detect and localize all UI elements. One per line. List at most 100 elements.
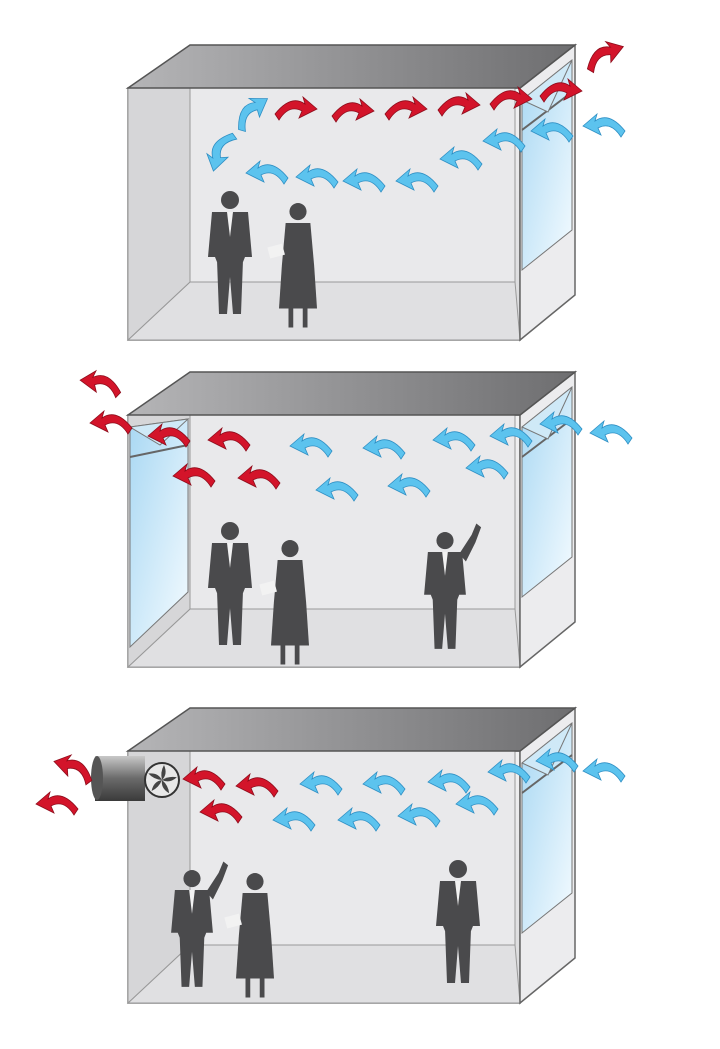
waving-arm bbox=[206, 861, 229, 900]
person-icon bbox=[259, 540, 309, 665]
room-3 bbox=[35, 706, 626, 1005]
cool-air-arrow-icon bbox=[342, 167, 386, 193]
roof bbox=[125, 707, 578, 752]
person-leg bbox=[294, 643, 300, 665]
fan-blade bbox=[148, 773, 162, 780]
waving-arm bbox=[459, 523, 482, 562]
cool-air-arrow-icon bbox=[530, 117, 574, 143]
person-icon bbox=[171, 861, 229, 987]
warm-air-arrow-icon bbox=[235, 772, 279, 798]
warm-air-arrow-icon bbox=[79, 369, 122, 399]
person-head bbox=[289, 203, 307, 221]
person-head bbox=[436, 532, 454, 550]
person-head bbox=[221, 191, 239, 209]
shirt bbox=[227, 543, 233, 568]
person-legs bbox=[179, 935, 205, 987]
warm-air-arrow-icon bbox=[489, 85, 533, 111]
cool-air-arrow-icon bbox=[315, 476, 359, 502]
fan-blade bbox=[161, 780, 170, 794]
warm-air-arrow-icon bbox=[207, 426, 251, 452]
cool-air-arrow-icon bbox=[582, 757, 626, 783]
warm-air-arrow-icon bbox=[331, 97, 375, 123]
cool-air-arrow-icon bbox=[245, 159, 289, 185]
cool-air-arrow-icon bbox=[455, 790, 499, 816]
person-legs bbox=[432, 597, 458, 649]
cool-air-arrow-icon bbox=[427, 768, 471, 794]
cool-air-arrow-icon bbox=[362, 434, 406, 460]
person-leg bbox=[288, 306, 294, 328]
person-icon bbox=[224, 873, 274, 998]
cool-air-arrow-icon bbox=[289, 432, 333, 458]
roof bbox=[125, 371, 578, 416]
shirt bbox=[227, 212, 233, 237]
person-legs bbox=[217, 260, 243, 314]
fan-icon bbox=[144, 762, 180, 798]
fan-blade bbox=[162, 776, 177, 782]
warm-air-arrow-icon bbox=[89, 409, 133, 435]
window-frame bbox=[129, 444, 189, 458]
clipboard bbox=[259, 580, 277, 596]
roof bbox=[125, 44, 578, 89]
warm-air-arrow-icon bbox=[274, 95, 318, 121]
person-leg bbox=[302, 306, 308, 328]
person-legs bbox=[217, 591, 243, 645]
person-body bbox=[271, 560, 309, 646]
person-head bbox=[281, 540, 299, 558]
cool-air-arrow-icon bbox=[465, 454, 509, 480]
person-head bbox=[246, 873, 264, 891]
fan-duct bbox=[95, 756, 145, 801]
warm-air-arrow-icon bbox=[437, 91, 481, 117]
cool-air-arrow-icon bbox=[395, 167, 439, 193]
warm-air-arrow-icon bbox=[384, 95, 428, 121]
floor bbox=[126, 281, 521, 341]
person-icon bbox=[208, 191, 252, 314]
cool-air-arrow-icon bbox=[238, 98, 269, 133]
person-torso bbox=[424, 552, 466, 600]
person-head bbox=[183, 870, 201, 888]
warm-air-arrow-icon bbox=[147, 422, 191, 448]
cool-air-arrow-icon bbox=[362, 770, 406, 796]
window-open-sash bbox=[521, 722, 573, 776]
person-body bbox=[236, 893, 274, 979]
person-icon bbox=[267, 203, 317, 328]
fan-duct-end bbox=[91, 756, 103, 800]
warm-air-arrow-icon bbox=[237, 464, 281, 490]
person-body bbox=[279, 223, 317, 309]
cool-air-arrow-icon bbox=[206, 132, 238, 172]
clipboard bbox=[224, 913, 242, 929]
cool-air-arrow-icon bbox=[295, 163, 339, 189]
warm-air-arrow-icon bbox=[182, 765, 226, 791]
warm-air-arrow-icon bbox=[53, 754, 93, 786]
cool-air-arrow-icon bbox=[439, 145, 483, 171]
person-icon bbox=[424, 523, 482, 649]
shirt bbox=[455, 881, 461, 906]
cool-air-arrow-icon bbox=[489, 422, 533, 448]
person-head bbox=[449, 860, 467, 878]
cool-air-arrow-icon bbox=[539, 410, 583, 436]
room-2 bbox=[79, 369, 633, 669]
cool-air-arrow-icon bbox=[582, 112, 626, 138]
room-1 bbox=[125, 40, 626, 342]
warm-air-arrow-icon bbox=[539, 77, 583, 103]
cool-air-arrow-icon bbox=[272, 806, 316, 832]
window-open-sash bbox=[521, 386, 573, 440]
fan-blade bbox=[161, 765, 166, 780]
cool-air-arrow-icon bbox=[482, 127, 526, 153]
cool-air-arrow-icon bbox=[432, 426, 476, 452]
warm-air-arrow-icon bbox=[586, 40, 625, 74]
warm-air-arrow-icon bbox=[172, 462, 216, 488]
cool-air-arrow-icon bbox=[387, 472, 431, 498]
floor bbox=[126, 608, 521, 668]
cool-air-arrow-icon bbox=[589, 419, 633, 445]
shirt bbox=[189, 890, 195, 914]
person-head bbox=[221, 522, 239, 540]
person-leg bbox=[245, 976, 251, 998]
cool-air-arrow-icon bbox=[397, 802, 441, 828]
cool-air-arrow-icon bbox=[535, 747, 579, 773]
fan-blade bbox=[151, 780, 162, 791]
person-icon bbox=[208, 522, 252, 645]
person-legs bbox=[445, 929, 471, 983]
person-icon bbox=[436, 860, 480, 983]
cool-air-arrow-icon bbox=[487, 758, 531, 784]
